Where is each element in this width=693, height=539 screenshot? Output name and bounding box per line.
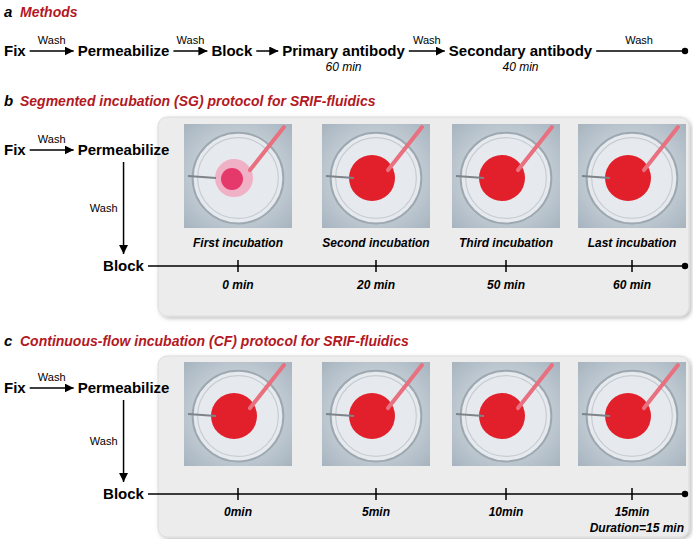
timeline-panel (158, 356, 689, 537)
timeline (596, 50, 682, 52)
panel-letter: c (4, 332, 12, 350)
process-step: Block (211, 42, 252, 60)
process-step: Fix (4, 42, 26, 60)
time-tick (237, 488, 239, 500)
flow-arrow (256, 50, 278, 52)
flow-arrow (30, 50, 74, 52)
edge-label: Wash (38, 33, 66, 48)
time-label: 15min (615, 505, 650, 520)
step-name: Fix (4, 379, 26, 397)
flow-arrow (30, 149, 74, 151)
step-label: Third incubation (459, 236, 553, 251)
dish-photo (184, 124, 292, 228)
time-label: 60 min (613, 278, 651, 293)
step-label: Second incubation (322, 236, 429, 251)
time-tick (505, 260, 507, 272)
time-tick (375, 488, 377, 500)
edge-label: Wash (177, 33, 205, 48)
dish-photo (184, 362, 292, 466)
end-dot (682, 48, 688, 54)
edge-label: Wash (38, 370, 66, 385)
flow-arrow (30, 387, 74, 389)
process-step: Block (103, 485, 144, 503)
edge-label: Wash (90, 434, 118, 449)
step-name: Block (103, 257, 144, 275)
time-tick (505, 488, 507, 500)
time-label: 50 min (487, 278, 525, 293)
time-label: 0min (224, 505, 252, 520)
step-name: Block (103, 485, 144, 503)
panel-heading: Segmented incubation (SG) protocol for S… (20, 92, 375, 110)
panel-letter: b (4, 92, 13, 110)
time-tick (237, 260, 239, 272)
timeline-panel (158, 117, 689, 316)
timeline (148, 265, 682, 267)
time-label: 20 min (357, 278, 395, 293)
edge-label: Wash (625, 33, 653, 48)
step-label: Last incubation (588, 236, 677, 251)
dish-photo (452, 362, 560, 466)
flow-arrow (123, 162, 125, 254)
flow-arrow (173, 50, 207, 52)
flow-arrow (409, 50, 445, 52)
dish-photo (578, 362, 686, 466)
process-step: Permeabilize (78, 141, 170, 159)
process-step: Permeabilize (78, 379, 170, 397)
dish-photo (322, 124, 430, 228)
step-name: Fix (4, 42, 26, 60)
step-duration: 60 min (282, 60, 405, 75)
edge-label: Wash (413, 33, 441, 48)
time-label: 5min (362, 505, 390, 520)
process-step: Secondary antibody40 min (449, 42, 592, 75)
process-step: Fix (4, 379, 26, 397)
time-tick (375, 260, 377, 272)
timeline (148, 493, 682, 495)
step-name: Primary antibody (282, 42, 405, 60)
process-step: Primary antibody60 min (282, 42, 405, 75)
end-dot (682, 491, 688, 497)
time-label: 0 min (222, 278, 253, 293)
panel-heading: Methods (20, 3, 78, 21)
time-tick (631, 488, 633, 500)
step-name: Fix (4, 141, 26, 159)
edge-label: Wash (90, 201, 118, 216)
step-name: Secondary antibody (449, 42, 592, 60)
dish-photo (452, 124, 560, 228)
step-name: Permeabilize (78, 379, 170, 397)
step-duration: 40 min (449, 60, 592, 75)
step-name: Permeabilize (78, 42, 170, 60)
step-name: Permeabilize (78, 141, 170, 159)
panel-letter: a (4, 3, 12, 21)
process-step: Block (103, 257, 144, 275)
time-label: 10min (489, 505, 524, 520)
step-label: First incubation (193, 236, 283, 251)
end-dot (682, 263, 688, 269)
dish-photo (578, 124, 686, 228)
time-tick (631, 260, 633, 272)
step-name: Block (211, 42, 252, 60)
flow-arrow (123, 400, 125, 482)
edge-label: Wash (38, 132, 66, 147)
process-step: Fix (4, 141, 26, 159)
dish-photo (322, 362, 430, 466)
process-step: Permeabilize (78, 42, 170, 60)
duration-note: Duration=15 min (590, 521, 684, 536)
panel-heading: Continuous-flow incubation (CF) protocol… (20, 332, 409, 350)
